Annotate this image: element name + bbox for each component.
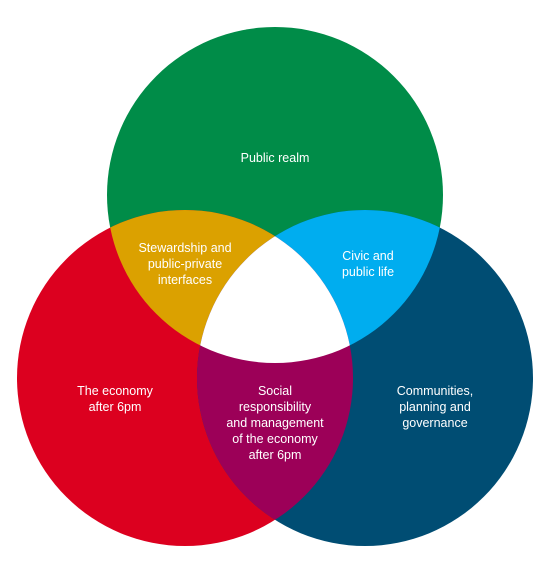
label-line: Social: [257, 384, 293, 398]
label-line: of the economy: [232, 432, 318, 446]
stewardship-label: Stewardship and public-private interfaces: [120, 240, 250, 288]
label-line: public life: [341, 265, 395, 279]
label-line: Communities,: [396, 384, 474, 398]
center-overlap: [197, 210, 353, 363]
label-line: Public realm: [240, 151, 310, 165]
label-line: public-private: [147, 257, 223, 271]
label-line: after 6pm: [248, 448, 302, 462]
label-line: Stewardship and: [138, 241, 232, 255]
label-line: The economy: [77, 384, 153, 398]
civic-public-life-label: Civic and public life: [318, 248, 418, 280]
label-line: and management: [226, 416, 324, 430]
communities-label: Communities, planning and governance: [375, 383, 495, 431]
economy-after-6pm-label: The economy after 6pm: [60, 383, 170, 415]
label-line: responsibility: [238, 400, 312, 414]
label-line: after 6pm: [88, 400, 142, 414]
label-line: Civic and: [342, 249, 394, 263]
label-line: planning and: [399, 400, 471, 414]
label-line: governance: [402, 416, 468, 430]
social-responsibility-label: Social responsibility and management of the…: [215, 383, 335, 463]
public-realm-label: Public realm: [195, 150, 355, 166]
label-line: interfaces: [157, 273, 213, 287]
